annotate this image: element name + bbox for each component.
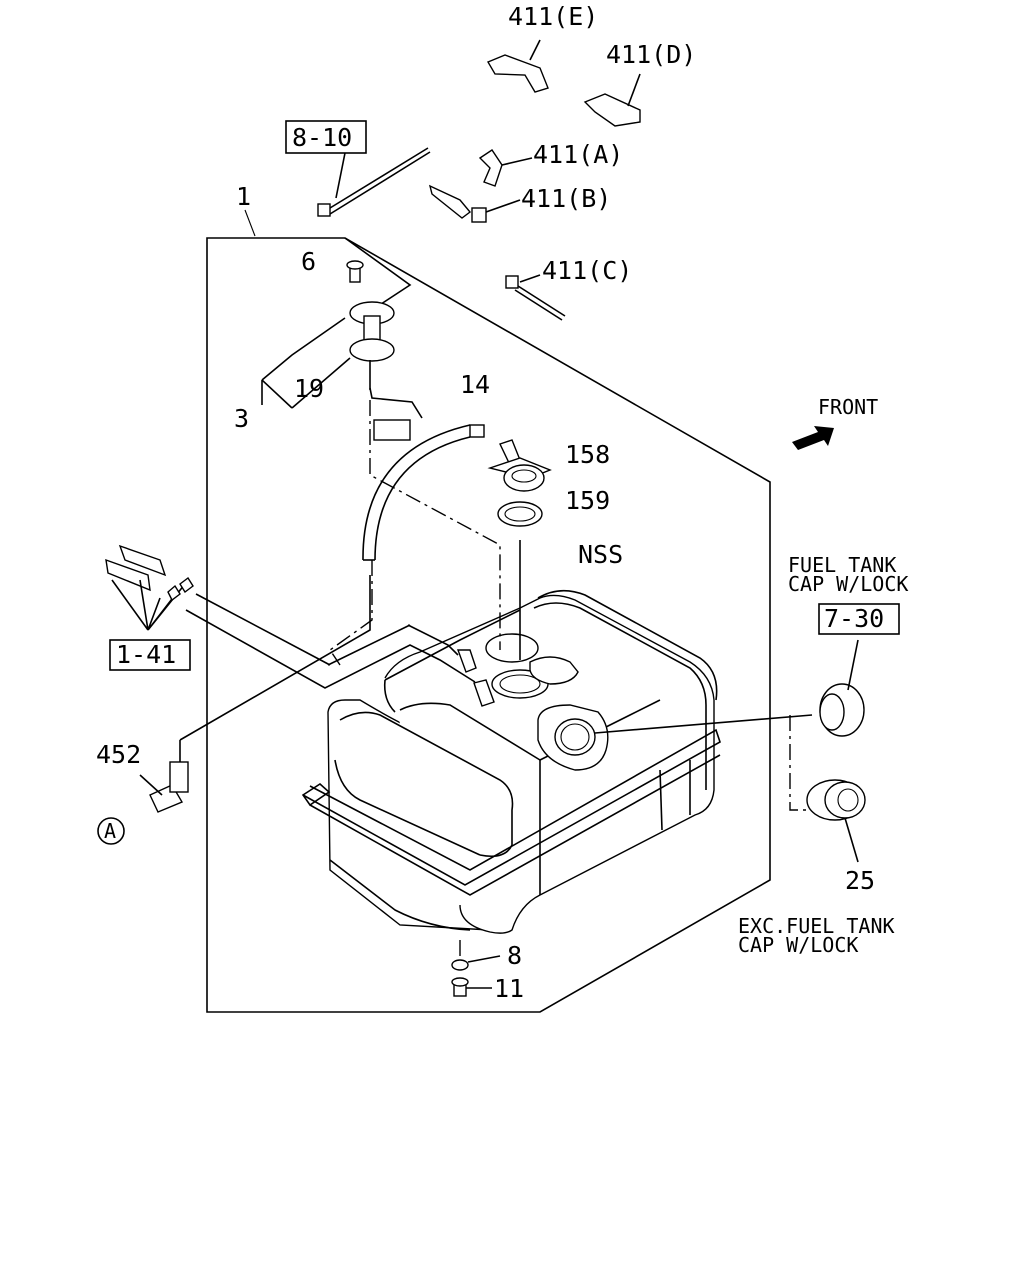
label-25: 25 bbox=[845, 866, 875, 895]
label-411a: 411(A) bbox=[533, 140, 623, 169]
drain-plug-11 bbox=[451, 977, 492, 997]
label-exc-line1: EXC.FUEL TANK bbox=[738, 914, 895, 938]
label-159: 159 bbox=[565, 486, 610, 515]
fuel-pump-assembly bbox=[261, 237, 423, 441]
fuel-tank bbox=[301, 589, 721, 934]
clip-411e bbox=[486, 39, 549, 93]
connector-452 bbox=[139, 761, 189, 813]
label-7-30: 7-30 bbox=[824, 604, 884, 633]
circle-a-marker bbox=[97, 817, 125, 845]
label-3: 3 bbox=[234, 404, 249, 433]
fuel-cap-25 bbox=[806, 779, 866, 863]
label-452: 452 bbox=[96, 740, 141, 769]
front-arrow-icon bbox=[792, 426, 834, 450]
label-11: 11 bbox=[494, 974, 524, 1003]
label-19: 19 bbox=[294, 374, 324, 403]
clip-411d bbox=[583, 73, 641, 127]
pipe-clips-1-41 bbox=[105, 544, 194, 631]
leader-guides bbox=[179, 400, 813, 811]
tie-411c bbox=[505, 274, 566, 321]
label-exc-line2: CAP W/LOCK bbox=[738, 933, 858, 957]
ref-box-1-41 bbox=[109, 639, 191, 671]
label-circle-a: A bbox=[104, 819, 116, 843]
ref-box-8-10 bbox=[285, 120, 367, 154]
clip-411b bbox=[428, 184, 521, 223]
label-1-41: 1-41 bbox=[116, 640, 176, 669]
tie-8-10 bbox=[317, 147, 431, 217]
gasket-159 bbox=[497, 501, 543, 527]
label-cap-lock-line2: CAP W/LOCK bbox=[788, 572, 908, 596]
fuel-hose bbox=[329, 424, 485, 666]
label-158: 158 bbox=[565, 440, 610, 469]
ref-box-7-30 bbox=[818, 603, 900, 635]
label-front: FRONT bbox=[818, 395, 878, 419]
clip-411a bbox=[478, 149, 533, 187]
label-1: 1 bbox=[236, 182, 251, 211]
label-411d: 411(D) bbox=[606, 40, 696, 69]
label-411b: 411(B) bbox=[521, 184, 611, 213]
label-cap-lock-line1: FUEL TANK bbox=[788, 553, 896, 577]
fuel-cap-with-lock bbox=[819, 639, 865, 737]
label-411c: 411(C) bbox=[542, 256, 632, 285]
label-6: 6 bbox=[301, 247, 316, 276]
vent-valve bbox=[487, 439, 552, 492]
drain-washer-8 bbox=[451, 940, 501, 971]
label-8: 8 bbox=[507, 941, 522, 970]
label-14: 14 bbox=[460, 370, 490, 399]
label-411e: 411(E) bbox=[508, 2, 598, 31]
label-nss: NSS bbox=[578, 540, 623, 569]
label-8-10: 8-10 bbox=[292, 123, 352, 152]
